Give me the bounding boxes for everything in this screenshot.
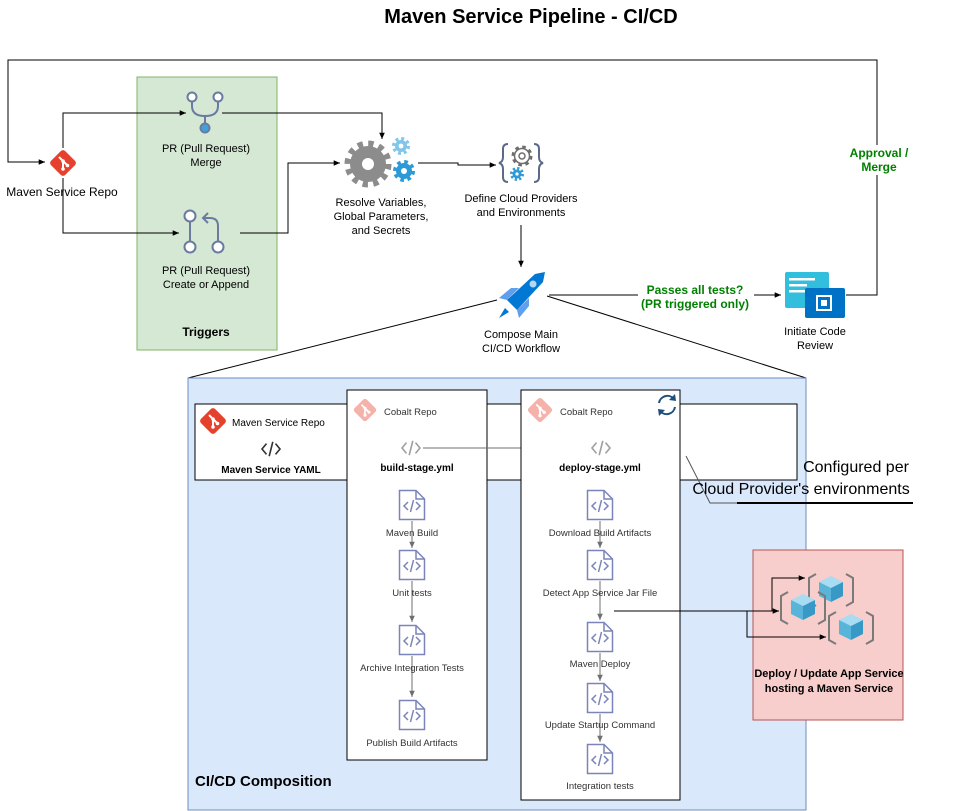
build-step-label: Archive Integration Tests bbox=[360, 663, 464, 674]
define-label-line1: Define Cloud Providers bbox=[464, 193, 578, 205]
deploy-stage-repo-label: Cobalt Repo bbox=[560, 407, 613, 418]
page-title: Maven Service Pipeline - CI/CD bbox=[384, 6, 677, 28]
code-gear-icon bbox=[498, 142, 544, 184]
file-code-icon bbox=[586, 743, 614, 775]
deploy-step-label: Maven Deploy bbox=[570, 659, 631, 670]
file-code-icon bbox=[398, 549, 426, 581]
jar-to-app-service-edge-lower bbox=[746, 611, 826, 640]
jar-to-app-service-edge-upper bbox=[771, 575, 805, 611]
pr-merge-to-resolve-edge bbox=[222, 112, 385, 139]
git-icon bbox=[48, 148, 78, 178]
zoom-line-right bbox=[546, 295, 807, 379]
pr-create-label-line2: Create or Append bbox=[163, 279, 249, 291]
file-code-icon bbox=[586, 621, 614, 653]
approval-label-line1: Approval / bbox=[850, 146, 909, 160]
pr-create-label-line1: PR (Pull Request) bbox=[162, 265, 250, 277]
compose-label-line2: CI/CD Workflow bbox=[482, 343, 560, 355]
app-service-label-line2: hosting a Maven Service bbox=[765, 683, 893, 695]
resolve-to-define-edge bbox=[418, 162, 496, 168]
resolve-label-line3: and Secrets bbox=[352, 225, 411, 237]
build-step-label: Publish Build Artifacts bbox=[366, 738, 458, 749]
deploy-step-label: Integration tests bbox=[566, 781, 634, 792]
build-stage-file-label: build-stage.yml bbox=[380, 463, 454, 474]
repo-to-pr-merge-edge bbox=[62, 110, 186, 148]
azure-pipelines-icon bbox=[499, 272, 545, 318]
app-service-label-line1: Deploy / Update App Service bbox=[754, 668, 903, 680]
service-yaml-file-label: Maven Service YAML bbox=[221, 465, 321, 476]
triggers-label: Triggers bbox=[182, 325, 230, 339]
passes-tests-label-bg bbox=[638, 283, 754, 311]
deploy-step-label: Update Startup Command bbox=[545, 720, 655, 731]
deploy-step-label: Detect App Service Jar File bbox=[543, 588, 658, 599]
callout-line1: Configured per bbox=[803, 459, 910, 476]
passes-tests-label-line2: (PR triggered only) bbox=[641, 297, 749, 311]
service-yaml-box bbox=[194, 403, 798, 481]
deploy-stage-file-label: deploy-stage.yml bbox=[559, 463, 641, 474]
pr-create-to-resolve-edge bbox=[240, 160, 340, 234]
repo-to-pr-create-edge bbox=[62, 178, 179, 236]
callout-leader-line bbox=[685, 455, 737, 504]
build-stage-repo-label: Cobalt Repo bbox=[384, 407, 437, 418]
zoom-line-left bbox=[187, 299, 498, 379]
resolve-label-line1: Resolve Variables, bbox=[336, 197, 427, 209]
passes-tests-label-line1: Passes all tests? bbox=[647, 283, 744, 297]
define-label-line2: and Environments bbox=[477, 207, 566, 219]
pr-merge-label-line1: PR (Pull Request) bbox=[162, 143, 250, 155]
callout-line2: Cloud Provider's environments bbox=[692, 481, 909, 498]
maven-repo-label: Maven Service Repo bbox=[6, 185, 118, 199]
code-review-icon bbox=[785, 272, 846, 319]
resolve-label-line2: Global Parameters, bbox=[334, 211, 429, 223]
file-code-icon bbox=[586, 682, 614, 714]
composition-label: CI/CD Composition bbox=[195, 773, 332, 790]
compose-label-line1: Compose Main bbox=[484, 329, 558, 341]
file-code-icon bbox=[398, 489, 426, 521]
deploy-step-label: Download Build Artifacts bbox=[549, 528, 652, 539]
gears-icon bbox=[344, 137, 415, 188]
approval-loop-edge bbox=[7, 59, 878, 296]
approval-label-bg bbox=[846, 145, 912, 175]
service-yaml-repo-label: Maven Service Repo bbox=[232, 418, 325, 429]
file-code-icon bbox=[398, 624, 426, 656]
review-label-line1: Initiate Code bbox=[784, 326, 846, 338]
approval-label-line2: Merge bbox=[861, 160, 897, 174]
file-code-icon bbox=[586, 489, 614, 521]
build-step-label: Maven Build bbox=[386, 528, 438, 539]
review-label-line2: Review bbox=[797, 340, 833, 352]
pr-merge-label-line2: Merge bbox=[190, 157, 221, 169]
file-code-icon bbox=[398, 699, 426, 731]
build-step-label: Unit tests bbox=[392, 588, 432, 599]
file-code-icon bbox=[586, 549, 614, 581]
